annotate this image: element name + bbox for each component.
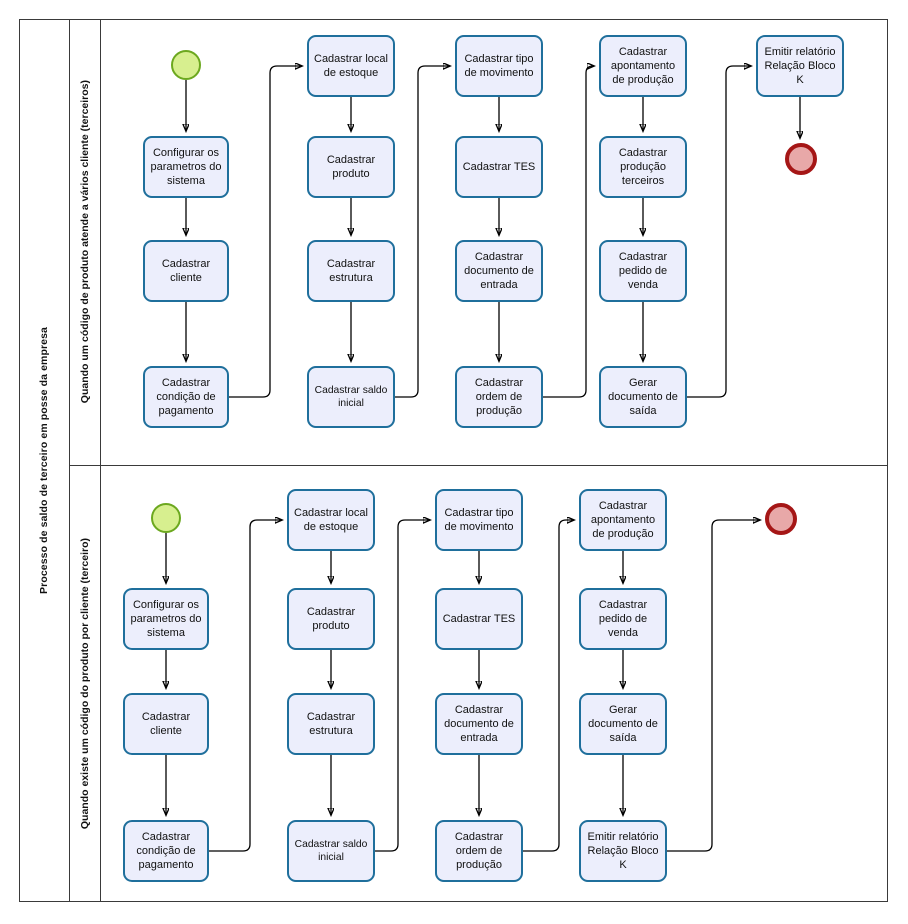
task-cadastrar-documento-entrada-lane1[interactable]: Cadastrar documento de entrada	[455, 240, 543, 302]
task-cadastrar-tipo-movimento-lane2[interactable]: Cadastrar tipo de movimento	[435, 489, 523, 551]
task-cadastrar-estrutura-lane2[interactable]: Cadastrar estrutura	[287, 693, 375, 755]
task-cadastrar-tes-lane2[interactable]: Cadastrar TES	[435, 588, 523, 650]
task-cadastrar-local-estoque-lane1[interactable]: Cadastrar local de estoque	[307, 35, 395, 97]
task-cadastrar-pedido-venda-lane1[interactable]: Cadastrar pedido de venda	[599, 240, 687, 302]
lane-title-1-label: Quando um código de produto atende a vár…	[79, 80, 91, 404]
task-configurar-parametros-lane1[interactable]: Configurar os parametros do sistema	[143, 136, 229, 198]
task-cadastrar-cliente-lane2[interactable]: Cadastrar cliente	[123, 693, 209, 755]
pool-title: Processo de saldo de terceiro em posse d…	[19, 19, 70, 902]
task-gerar-documento-saida-lane2[interactable]: Gerar documento de saída	[579, 693, 667, 755]
task-cadastrar-condicao-pagamento-lane2[interactable]: Cadastrar condição de pagamento	[123, 820, 209, 882]
task-cadastrar-saldo-inicial-lane2[interactable]: Cadastrar saldo inicial	[287, 820, 375, 882]
task-cadastrar-tes-lane1[interactable]: Cadastrar TES	[455, 136, 543, 198]
start-event-lane1[interactable]	[171, 50, 201, 80]
lane-title-2: Quando existe um código do produto por c…	[70, 465, 101, 902]
task-cadastrar-apontamento-producao-lane2[interactable]: Cadastrar apontamento de produção	[579, 489, 667, 551]
task-cadastrar-documento-entrada-lane2[interactable]: Cadastrar documento de entrada	[435, 693, 523, 755]
task-cadastrar-local-estoque-lane2[interactable]: Cadastrar local de estoque	[287, 489, 375, 551]
end-event-lane2[interactable]	[765, 503, 797, 535]
start-event-lane2[interactable]	[151, 503, 181, 533]
task-emitir-relatorio-bloco-k-lane1[interactable]: Emitir relatório Relação Bloco K	[756, 35, 844, 97]
task-cadastrar-saldo-inicial-lane1[interactable]: Cadastrar saldo inicial	[307, 366, 395, 428]
end-event-lane1[interactable]	[785, 143, 817, 175]
task-cadastrar-ordem-producao-lane1[interactable]: Cadastrar ordem de produção	[455, 366, 543, 428]
task-emitir-relatorio-bloco-k-lane2[interactable]: Emitir relatório Relação Bloco K	[579, 820, 667, 882]
task-cadastrar-apontamento-producao-lane1[interactable]: Cadastrar apontamento de produção	[599, 35, 687, 97]
task-cadastrar-tipo-movimento-lane1[interactable]: Cadastrar tipo de movimento	[455, 35, 543, 97]
task-configurar-parametros-lane2[interactable]: Configurar os parametros do sistema	[123, 588, 209, 650]
pool-title-label: Processo de saldo de terceiro em posse d…	[38, 327, 50, 594]
task-cadastrar-produto-lane1[interactable]: Cadastrar produto	[307, 136, 395, 198]
lane-title-1: Quando um código de produto atende a vár…	[70, 19, 101, 465]
task-gerar-documento-saida-lane1[interactable]: Gerar documento de saída	[599, 366, 687, 428]
task-cadastrar-estrutura-lane1[interactable]: Cadastrar estrutura	[307, 240, 395, 302]
lane-title-2-label: Quando existe um código do produto por c…	[79, 537, 91, 830]
task-cadastrar-condicao-pagamento-lane1[interactable]: Cadastrar condição de pagamento	[143, 366, 229, 428]
task-cadastrar-cliente-lane1[interactable]: Cadastrar cliente	[143, 240, 229, 302]
task-cadastrar-ordem-producao-lane2[interactable]: Cadastrar ordem de produção	[435, 820, 523, 882]
task-cadastrar-pedido-venda-lane2[interactable]: Cadastrar pedido de venda	[579, 588, 667, 650]
task-cadastrar-produto-lane2[interactable]: Cadastrar produto	[287, 588, 375, 650]
lane-divider	[70, 465, 888, 466]
task-cadastrar-producao-terceiros-lane1[interactable]: Cadastrar produção terceiros	[599, 136, 687, 198]
